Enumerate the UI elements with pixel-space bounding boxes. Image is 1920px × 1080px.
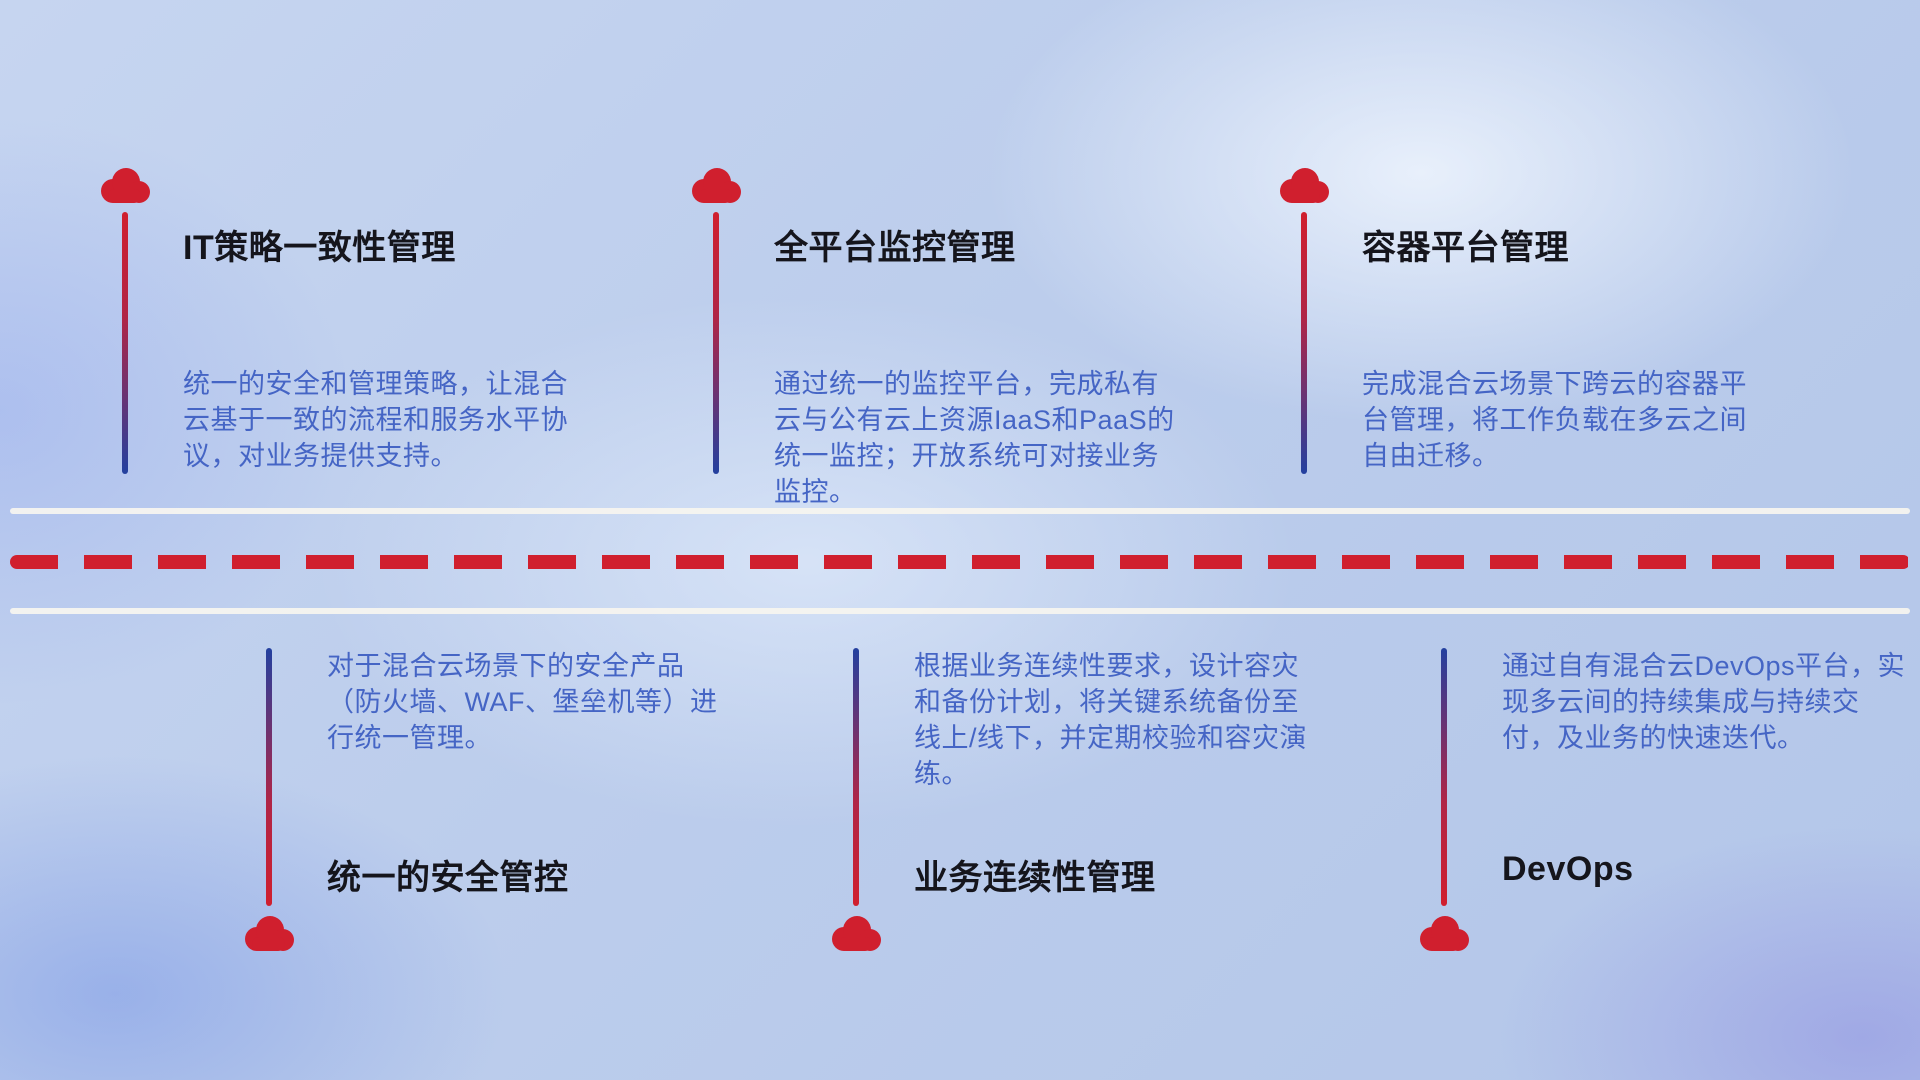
connector-line: [853, 648, 859, 906]
item-description: 通过自有混合云DevOps平台，实现多云间的持续集成与持续交付，及业务的快速迭代…: [1502, 651, 1906, 753]
timeline-item-business-continuity: 根据业务连续性要求，设计容灾和备份计划，将关键系统备份至线上/线下，并定期校验和…: [832, 648, 1326, 951]
axis-line-top: [10, 508, 1910, 514]
item-title: 统一的安全管控: [327, 859, 569, 897]
item-description: 统一的安全和管理策略，让混合云基于一致的流程和服务水平协议，对业务提供支持。: [183, 369, 568, 471]
item-description: 通过统一的监控平台，完成私有云与公有云上资源IaaS和PaaS的统一监控；开放系…: [774, 369, 1175, 507]
item-description: 对于混合云场景下的安全产品（防火墙、WAF、堡垒机等）进行统一管理。: [327, 651, 718, 753]
connector-line: [1301, 212, 1307, 474]
cloud-icon: [1414, 913, 1474, 953]
cloud-icon: [686, 165, 746, 205]
cloud-icon: [95, 165, 155, 205]
item-title: 全平台监控管理: [774, 229, 1016, 267]
connector-line: [266, 648, 272, 906]
cloud-icon: [1274, 165, 1334, 205]
timeline-item-security-control: 对于混合云场景下的安全产品（防火墙、WAF、堡垒机等）进行统一管理。 统一的安全…: [245, 648, 739, 951]
item-title: 容器平台管理: [1362, 229, 1569, 267]
item-title: 业务连续性管理: [914, 859, 1156, 897]
connector-line: [1441, 648, 1447, 906]
cloud-icon: [239, 913, 299, 953]
item-description: 根据业务连续性要求，设计容灾和备份计划，将关键系统备份至线上/线下，并定期校验和…: [914, 651, 1308, 789]
cloud-icon: [826, 913, 886, 953]
item-title: DevOps: [1502, 850, 1634, 888]
item-title: IT策略一致性管理: [183, 229, 456, 267]
timeline-item-devops: 通过自有混合云DevOps平台，实现多云间的持续集成与持续交付，及业务的快速迭代…: [1420, 648, 1914, 951]
connector-line: [713, 212, 719, 474]
connector-line: [122, 212, 128, 474]
axis-dashed-line: [10, 555, 1910, 569]
item-description: 完成混合云场景下跨云的容器平台管理，将工作负载在多云之间自由迁移。: [1362, 369, 1747, 471]
axis-line-bottom: [10, 608, 1910, 614]
